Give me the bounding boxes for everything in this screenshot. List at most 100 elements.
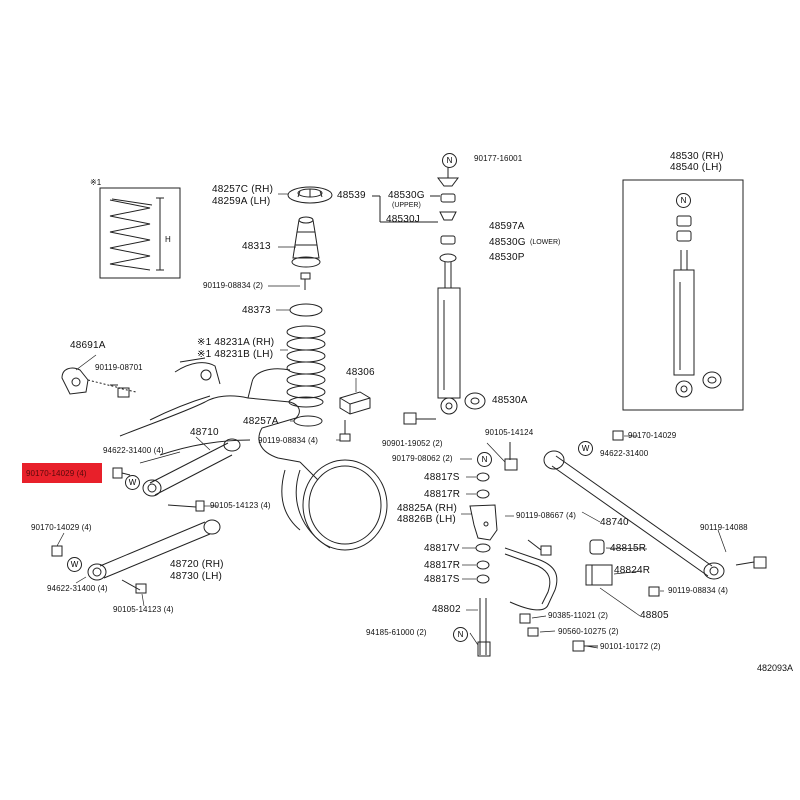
part-label-94622-31400-a[interactable]: 94622-31400 (4) [103,446,164,455]
upper-spring-seat [287,186,333,204]
part-label-94185-61000[interactable]: 94185-61000 (2) [366,628,427,637]
coil-spring [286,325,326,408]
shock-absorber [437,160,461,415]
part-label-94622-31400-b[interactable]: 94622-31400 (4) [47,584,108,593]
bushing-14029-c [612,430,624,441]
shock-bolt [403,412,436,425]
n-symbol-b: N [477,452,492,467]
differential [281,459,388,551]
highlighted-label-text: 90170-14029 (4) [26,469,87,478]
part-label-90105-14123-b[interactable]: 90105-14123 (4) [113,605,174,614]
part-label-48817V[interactable]: 48817V [424,543,460,554]
bracket-bolt [339,420,351,442]
part-label-90170-14029-b[interactable]: 90170-14029 (4) [31,523,92,532]
inset-spring [109,198,153,271]
part-label-48313[interactable]: 48313 [242,241,271,252]
stabilizer-link-48802 [477,598,491,657]
part-label-48720[interactable]: 48720 (RH) [170,559,224,570]
part-label-48817S-a[interactable]: 48817S [424,472,460,483]
part-label-48826B[interactable]: 48826B (LH) [397,514,456,525]
lateral-rod-48740 [543,450,725,580]
bushing-14029-b [51,545,63,557]
part-label-48805[interactable]: 48805 [640,610,669,621]
part-label-90119-08834-c[interactable]: 90119-08834 (4) [668,586,729,595]
part-label-90119-08701[interactable]: 90119-08701 [95,363,143,372]
arm-bolt-b [121,579,147,594]
part-label-48257A[interactable]: 48257A [243,416,279,427]
part-label-90385-11021[interactable]: 90385-11021 (2) [548,611,609,620]
bump-bracket [339,391,371,415]
part-label-48815R[interactable]: 48815R [610,543,647,554]
part-label-90179-08062[interactable]: 90179-08062 (2) [392,454,453,463]
part-label-48817R-a[interactable]: 48817R [424,489,461,500]
w-symbol-c: W [578,441,593,456]
part-label-94622-31400-c[interactable]: 94622-31400 [600,449,649,458]
part-label-90119-08834-b[interactable]: 90119-08834 (4) [258,436,319,445]
bump-stopper-bolt [300,272,311,290]
part-label-90177-16001[interactable]: 90177-16001 [474,154,523,163]
part-label-48530P[interactable]: 48530P [489,252,525,263]
part-label-48530G-upper[interactable]: 48530G [388,190,425,201]
rod-bolt-14124 [504,442,518,471]
upper-note: (UPPER) [392,202,421,209]
part-label-48306[interactable]: 48306 [346,367,375,378]
part-label-48825A[interactable]: 48825A (RH) [397,503,458,514]
part-label-90105-14123-a[interactable]: 90105-14123 (4) [210,501,271,510]
axle-housing [119,357,319,481]
part-label-90119-08834-a[interactable]: 90119-08834 (2) [203,281,264,290]
bump-stopper [291,216,321,268]
lower-control-arm-48720 [87,519,221,581]
stabilizer-bushings [469,472,498,584]
part-label-48530-rh[interactable]: 48530 (RH) [670,151,724,162]
bracket-bolt-08701 [110,384,130,398]
part-label-48824R[interactable]: 48824R [614,565,651,576]
bushing-14029-a [112,467,123,479]
height-symbol: H [165,235,171,244]
part-label-48740[interactable]: 48740 [600,517,629,528]
lower-note: (LOWER) [530,239,561,246]
diagram-id: 482093A [757,663,794,673]
part-label-90170-14029-c[interactable]: 90170-14029 [628,431,677,440]
part-label-48691A[interactable]: 48691A [70,340,106,351]
part-label-48259A[interactable]: 48259A (LH) [212,196,271,207]
part-label-48710[interactable]: 48710 [190,427,219,438]
part-label-48530G-lower[interactable]: 48530G [489,237,526,248]
part-label-48530A[interactable]: 48530A [492,395,528,406]
stabilizer-bar [504,547,558,611]
part-label-48817S-b[interactable]: 48817S [424,574,460,585]
part-label-90105-14124[interactable]: 90105-14124 [485,428,534,437]
spring-insulator [289,303,323,317]
stabilizer-clamp [585,539,613,586]
note-mark: ※1 [90,178,102,187]
part-label-48802[interactable]: 48802 [432,604,461,615]
part-label-48231A[interactable]: ※1 48231A (RH) [197,337,275,348]
part-label-48597A[interactable]: 48597A [489,221,525,232]
stabilizer-bolts [519,539,660,652]
spring-inset-box [99,187,181,279]
part-label-90560-10275[interactable]: 90560-10275 (2) [558,627,619,636]
part-label-48539[interactable]: 48539 [337,190,366,201]
lower-insulator [293,415,323,427]
part-label-48373[interactable]: 48373 [242,305,271,316]
w-symbol-a: W [125,475,140,490]
part-label-48540-lh[interactable]: 48540 (LH) [670,162,723,173]
part-label-90119-08667[interactable]: 90119-08667 (4) [516,511,577,520]
part-label-48530J[interactable]: 48530J [386,214,421,225]
part-label-48730[interactable]: 48730 (LH) [170,571,223,582]
shock-bushing-48530A [464,392,486,410]
part-label-90119-14088[interactable]: 90119-14088 [700,523,748,532]
label-highlight [22,463,102,483]
n-symbol-d: N [676,193,691,208]
rod-bolt-14088 [735,556,767,569]
shock-inset-box [622,179,744,411]
part-label-48257C[interactable]: 48257C (RH) [212,184,274,195]
inset-shock-absorber [673,215,722,398]
part-label-48231B[interactable]: ※1 48231B (LH) [197,349,274,360]
part-label-90101-10172[interactable]: 90101-10172 (2) [600,642,661,651]
part-label-90901-19052[interactable]: 90901-19052 (2) [382,439,443,448]
part-label-48817R-b[interactable]: 48817R [424,560,461,571]
highlighted-part-label-90170-14029[interactable]: 90170-14029 (4) [22,463,102,483]
n-symbol: N [442,153,457,168]
